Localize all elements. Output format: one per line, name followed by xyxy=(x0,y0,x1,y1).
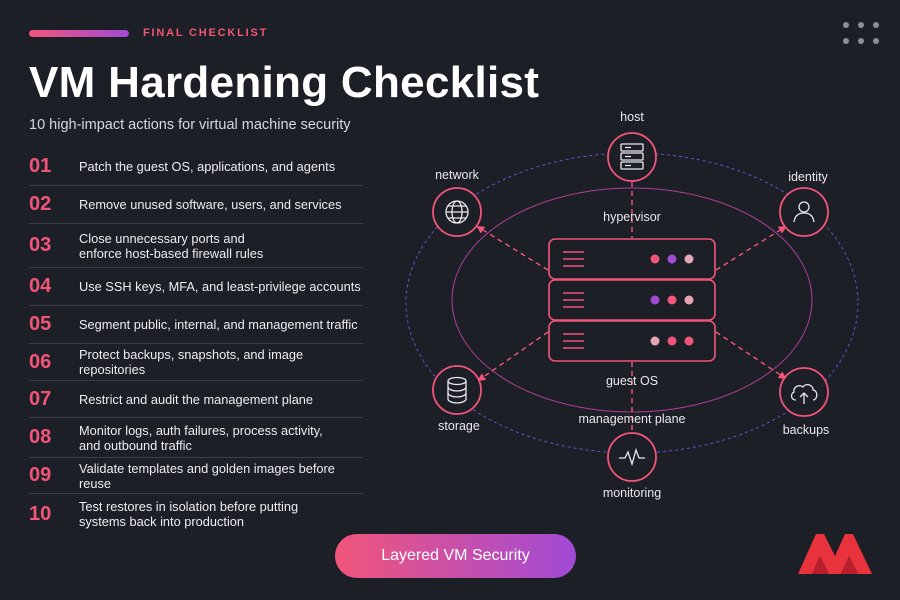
item-text: Test restores in isolation before puttin… xyxy=(79,499,299,529)
checklist-item: 10 Test restores in isolation before put… xyxy=(29,494,363,534)
status-led xyxy=(650,295,660,305)
layered-vm-security-badge[interactable]: Layered VM Security xyxy=(335,534,576,578)
status-led xyxy=(684,254,694,264)
connector-backups xyxy=(715,331,787,380)
node-monitoring[interactable]: monitoring xyxy=(603,432,661,500)
server-unit xyxy=(548,320,716,362)
connector-identity xyxy=(715,225,787,271)
item-number: 08 xyxy=(29,426,52,448)
node-label-network: network xyxy=(435,168,480,182)
item-text: Segment public, internal, and management… xyxy=(79,317,358,332)
checklist-item: 04 Use SSH keys, MFA, and least-privileg… xyxy=(29,268,363,306)
item-text: Restrict and audit the management plane xyxy=(79,391,314,407)
item-number: 07 xyxy=(29,387,52,410)
checklist-item: 06 Protect backups, snapshots, and image… xyxy=(29,344,363,381)
item-number: 03 xyxy=(29,234,52,256)
server-rack-icon xyxy=(620,143,644,170)
dot xyxy=(858,22,864,28)
item-number: 06 xyxy=(29,350,52,373)
node-identity[interactable]: identity xyxy=(779,170,829,237)
user-icon xyxy=(793,201,815,223)
dot xyxy=(843,22,849,28)
item-text: Remove unused software, users, and servi… xyxy=(79,197,342,212)
page-subtitle: 10 high-impact actions for virtual machi… xyxy=(29,117,351,133)
layer-label-management-plane: management plane xyxy=(578,412,685,426)
item-text: Use SSH keys, MFA, and least-privilege a… xyxy=(79,279,361,294)
pulse-icon xyxy=(619,447,645,467)
status-led xyxy=(667,336,677,346)
status-led xyxy=(650,336,660,346)
item-number: 02 xyxy=(29,193,52,215)
node-label-storage: storage xyxy=(438,419,480,433)
vm-server-stack xyxy=(548,238,716,362)
globe-icon xyxy=(445,200,469,224)
cloud-upload-icon xyxy=(790,383,818,404)
checklist-item: 09 Validate templates and golden images … xyxy=(29,458,363,494)
node-backups[interactable]: backups xyxy=(779,367,830,437)
item-text: Patch the guest OS, applications, and ag… xyxy=(79,159,336,174)
node-label-monitoring: monitoring xyxy=(603,486,661,500)
layer-label-guest-os: guest OS xyxy=(606,374,658,388)
connector-network xyxy=(476,225,549,271)
checklist-item: 05 Segment public, internal, and managem… xyxy=(29,306,363,344)
status-led xyxy=(667,254,677,264)
brand-logo-icon xyxy=(798,534,872,574)
checklist-item: 02 Remove unused software, users, and se… xyxy=(29,186,363,224)
item-text: Close unnecessary ports and enforce host… xyxy=(79,230,264,261)
node-storage[interactable]: storage xyxy=(432,365,482,433)
checklist: 01 Patch the guest OS, applications, and… xyxy=(29,148,363,534)
item-number: 10 xyxy=(29,502,52,525)
server-unit xyxy=(548,238,716,280)
dot xyxy=(873,38,879,44)
eyebrow-accent-bar xyxy=(29,30,129,37)
item-number: 09 xyxy=(29,464,52,486)
node-label-host: host xyxy=(620,110,644,124)
status-led xyxy=(667,295,677,305)
item-number: 01 xyxy=(29,155,52,177)
item-text: Protect backups, snapshots, and image re… xyxy=(79,347,304,377)
node-network[interactable]: network xyxy=(432,168,482,237)
checklist-item: 03 Close unnecessary ports and enforce h… xyxy=(29,224,363,268)
dot xyxy=(858,38,864,44)
node-label-backups: backups xyxy=(783,423,830,437)
eyebrow-label: FINAL CHECKLIST xyxy=(143,27,269,39)
item-number: 04 xyxy=(29,275,52,297)
layer-label-hypervisor: hypervisor xyxy=(603,210,661,224)
dot xyxy=(873,22,879,28)
status-led xyxy=(684,295,694,305)
item-text: Validate templates and golden images bef… xyxy=(79,460,335,491)
dot xyxy=(843,38,849,44)
server-unit xyxy=(548,279,716,321)
more-options-icon[interactable] xyxy=(843,22,879,46)
page-title: VM Hardening Checklist xyxy=(29,58,540,107)
item-number: 05 xyxy=(29,313,52,335)
checklist-item: 01 Patch the guest OS, applications, and… xyxy=(29,148,363,186)
node-host[interactable]: host xyxy=(607,110,657,182)
status-led xyxy=(684,336,694,346)
item-text: Monitor logs, auth failures, process act… xyxy=(79,422,323,453)
node-label-identity: identity xyxy=(788,170,828,184)
status-led xyxy=(650,254,660,264)
checklist-item: 07 Restrict and audit the management pla… xyxy=(29,381,363,418)
database-icon xyxy=(447,376,467,404)
connector-storage xyxy=(477,331,549,382)
checklist-item: 08 Monitor logs, auth failures, process … xyxy=(29,418,363,458)
